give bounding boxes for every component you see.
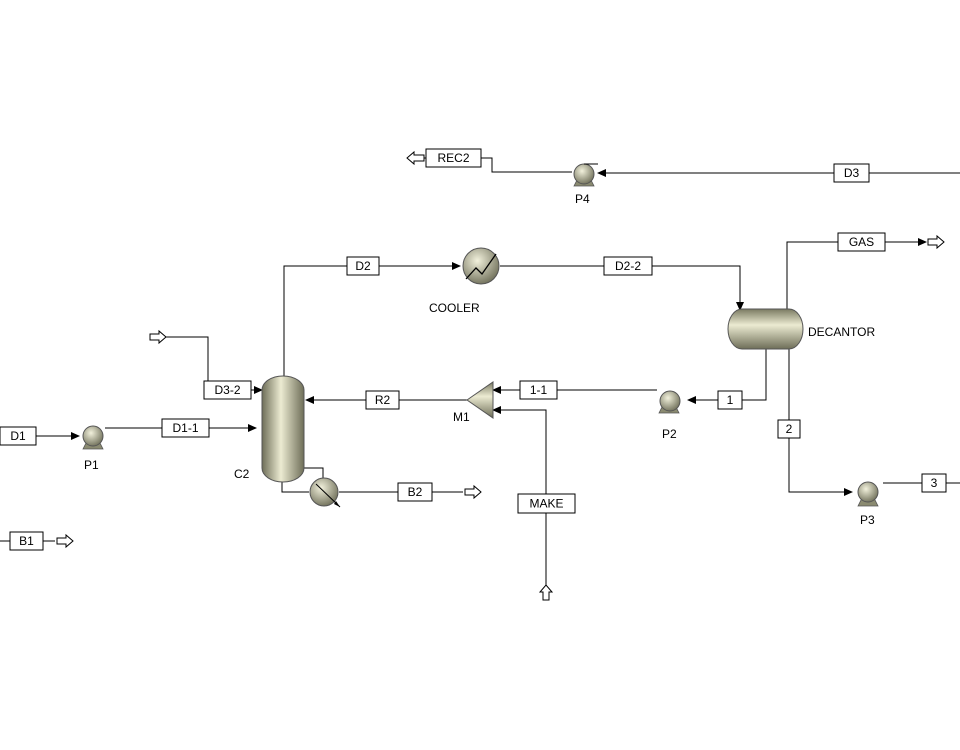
stream-d3-2-line[interactable] [166, 336, 263, 394]
stream-label-d1-1[interactable]: D1-1 [161, 418, 210, 438]
stream-make-line[interactable] [492, 406, 547, 589]
stream-label-d3-2[interactable]: D3-2 [203, 380, 252, 400]
block-label-m1: M1 [453, 410, 470, 424]
stream-d2-2-line[interactable] [500, 265, 744, 311]
stream-label-d1-text: D1 [10, 429, 26, 443]
stream-label-1-1-text: 1-1 [530, 383, 548, 397]
stream-label-2-text: 2 [786, 422, 793, 436]
stream-label-make[interactable]: MAKE [517, 493, 576, 514]
stream-label-d2-2-text: D2-2 [615, 259, 641, 273]
block-label-cooler: COOLER [429, 301, 480, 315]
stream-label-rec2-text: REC2 [437, 151, 469, 165]
gas-port-arrow[interactable] [927, 234, 945, 250]
stream-label-d3-2-text: D3-2 [214, 383, 240, 397]
cooler-heat-exchanger-icon[interactable] [462, 247, 500, 285]
block-label-p4: P4 [575, 192, 590, 206]
reboiler-return-line [304, 467, 324, 480]
make-port-arrow[interactable] [538, 584, 554, 601]
stream-label-1-text: 1 [727, 393, 734, 407]
stream-label-d3-text: D3 [844, 166, 860, 180]
stream-label-rec2[interactable]: REC2 [425, 148, 482, 168]
block-label-p3: P3 [860, 513, 875, 527]
stream-b2-line[interactable] [281, 479, 463, 493]
stream-d2-line[interactable] [283, 262, 461, 377]
rec2-port-arrow[interactable] [406, 150, 425, 166]
block-label-c2: C2 [234, 467, 250, 481]
stream-label-1[interactable]: 1 [717, 390, 743, 410]
mixer-m1-icon[interactable] [466, 381, 494, 419]
stream-label-3[interactable]: 3 [921, 473, 947, 493]
pump-p1-icon[interactable] [82, 425, 104, 450]
block-label-p2: P2 [662, 427, 677, 441]
reboiler-icon[interactable] [309, 477, 341, 508]
stream-label-gas-text: GAS [849, 235, 874, 249]
stream-label-d1-1-text: D1-1 [172, 421, 198, 435]
stream-label-r2[interactable]: R2 [365, 390, 400, 410]
stream-label-b1[interactable]: B1 [9, 531, 44, 551]
stream-label-b2[interactable]: B2 [397, 482, 433, 502]
stream-label-d2-text: D2 [355, 259, 371, 273]
column-c2[interactable] [261, 375, 305, 483]
pump-p4-icon[interactable] [573, 163, 598, 187]
decantor-vessel[interactable] [727, 308, 804, 350]
stream-gas-line[interactable] [786, 238, 927, 309]
stream-label-d2[interactable]: D2 [346, 256, 380, 276]
b2-port-arrow[interactable] [464, 484, 482, 500]
stream-1-line[interactable] [687, 349, 767, 404]
stream-label-2[interactable]: 2 [777, 419, 801, 439]
stream-label-gas[interactable]: GAS [837, 232, 886, 252]
pump-p2-icon[interactable] [658, 390, 681, 414]
stream-label-b2-text: B2 [408, 485, 423, 499]
stream-label-r2-text: R2 [375, 393, 391, 407]
pump-p3-icon[interactable] [857, 481, 879, 507]
stream-label-d1[interactable]: D1 [0, 426, 37, 446]
stream-label-make-text: MAKE [529, 497, 563, 511]
block-label-decantor: DECANTOR [808, 325, 875, 339]
stream-label-d2-2[interactable]: D2-2 [603, 256, 653, 276]
stream-label-3-text: 3 [931, 476, 938, 490]
block-label-p1: P1 [84, 458, 99, 472]
stream-label-d3[interactable]: D3 [833, 163, 870, 183]
b1-port-arrow[interactable] [56, 533, 74, 549]
stream-label-1-1[interactable]: 1-1 [519, 380, 558, 400]
stream-label-b1-text: B1 [19, 534, 34, 548]
stream-2-line[interactable] [788, 349, 853, 496]
d3-2-port-arrow[interactable] [149, 329, 167, 345]
